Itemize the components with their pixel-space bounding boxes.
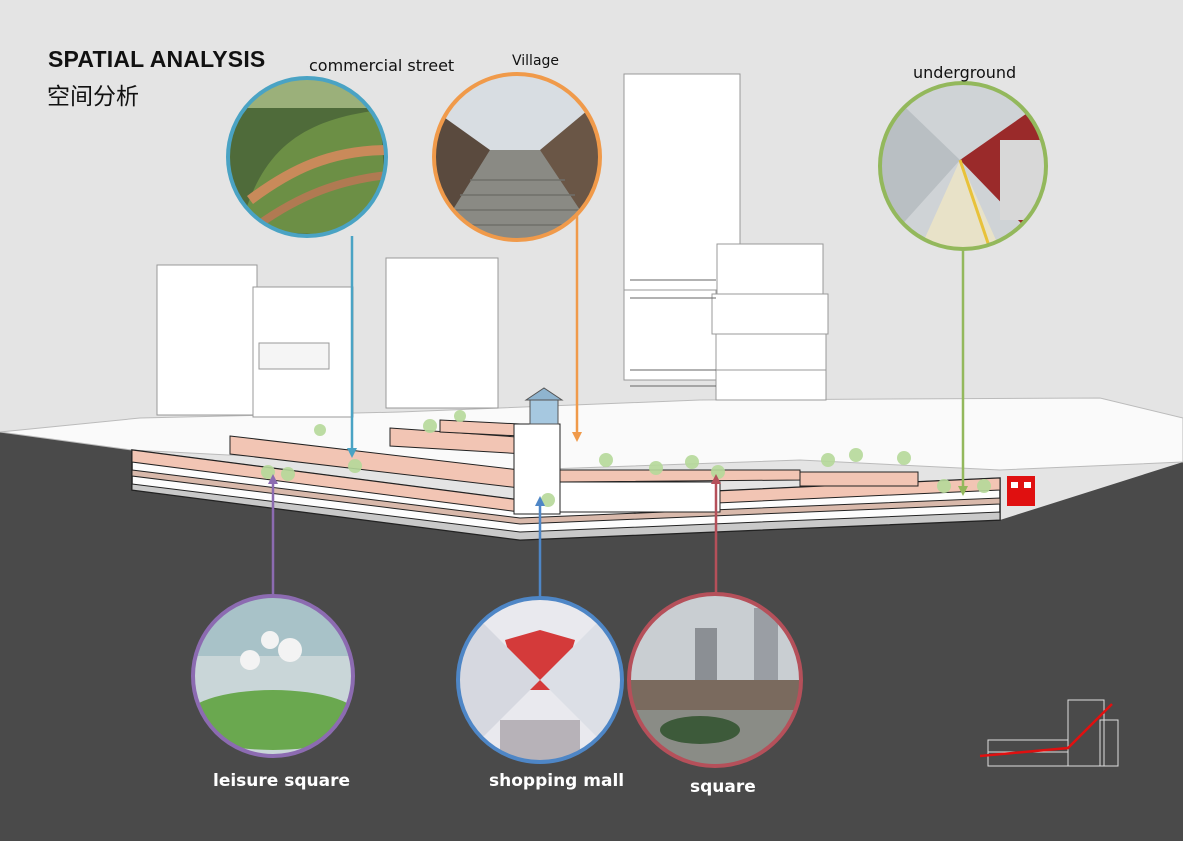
photo-square bbox=[627, 592, 803, 768]
leader-arrowheads bbox=[268, 432, 968, 506]
podium-section bbox=[131, 419, 1001, 541]
tower-group bbox=[156, 73, 829, 418]
label-village: Village bbox=[512, 53, 560, 69]
label-underground: underground bbox=[913, 63, 1017, 82]
label-leisure-square: leisure square bbox=[213, 771, 351, 791]
trees bbox=[261, 410, 991, 507]
leader-lines bbox=[271, 214, 965, 598]
photo-village bbox=[432, 72, 602, 242]
photo-commercial-street bbox=[226, 76, 388, 238]
label-shopping-mall: shopping mall bbox=[489, 771, 625, 791]
tower-details bbox=[630, 279, 716, 387]
label-square: square bbox=[690, 777, 756, 797]
photo-underground bbox=[878, 81, 1048, 251]
page-subtitle: 空间分析 bbox=[47, 84, 139, 110]
key-plan-icon bbox=[979, 699, 1119, 767]
metro-train-icon bbox=[1007, 476, 1035, 506]
photo-shopping-mall bbox=[456, 596, 624, 764]
village-house bbox=[529, 397, 559, 425]
page-title: SPATIAL ANALYSIS bbox=[48, 46, 266, 72]
village-roof bbox=[524, 387, 564, 401]
label-commercial-street: commercial street bbox=[309, 56, 455, 75]
